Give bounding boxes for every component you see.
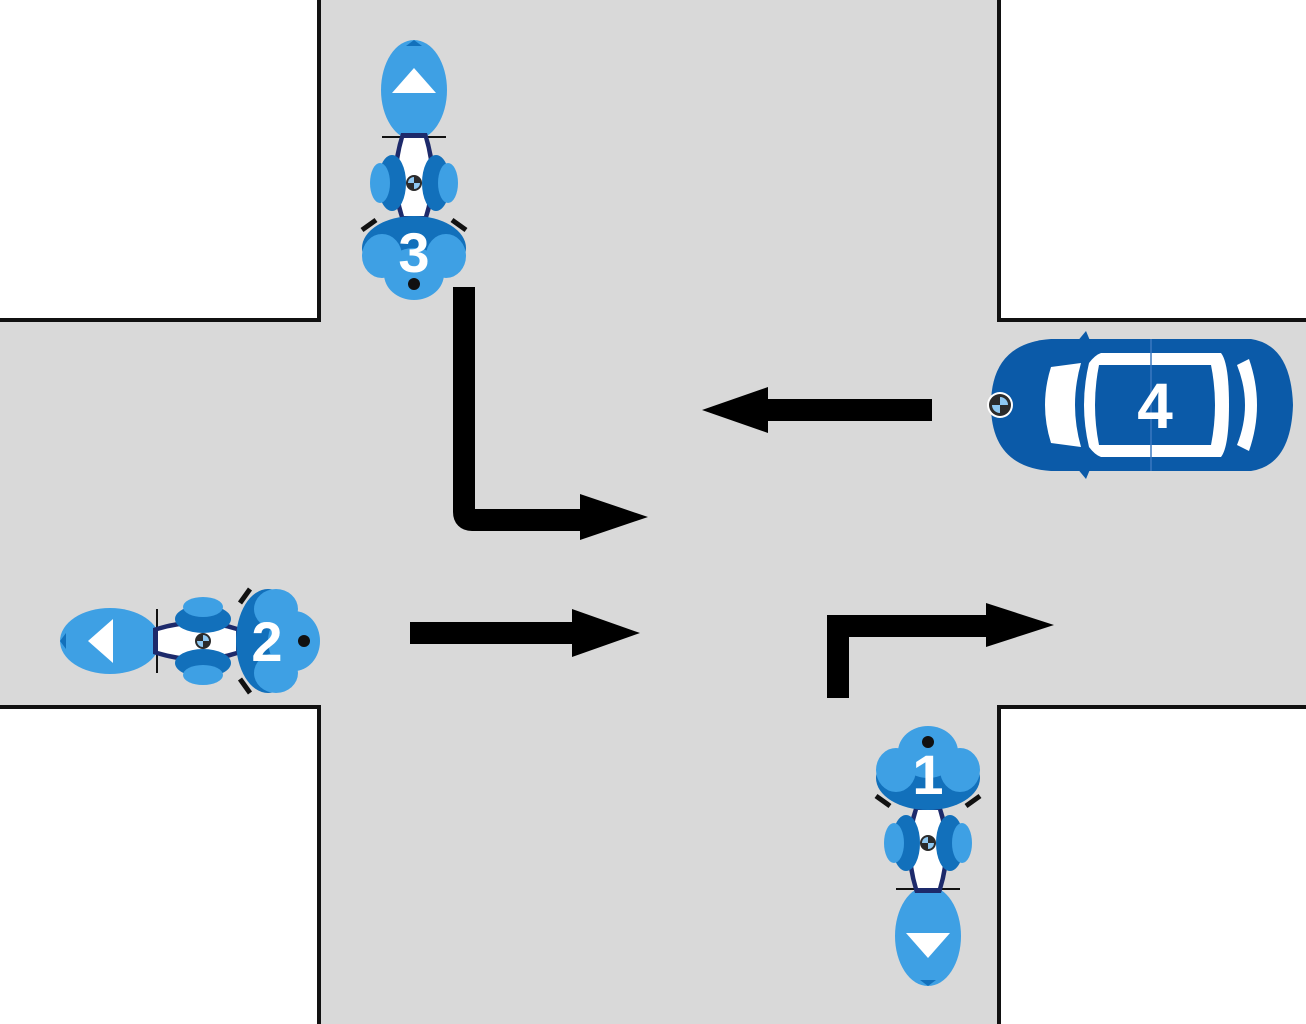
vehicle-label-2: 2: [251, 610, 282, 673]
curb-bottom-right: [997, 705, 1306, 1024]
curb-top-right: [997, 0, 1306, 322]
car-4: 4: [986, 330, 1294, 480]
vehicles: 1 2 3 4: [60, 40, 1294, 986]
arrow-vehicle-2-straight: [410, 609, 640, 657]
motorcycle-2: 2: [60, 589, 320, 693]
arrow-vehicle-3-left-turn: [453, 287, 648, 540]
curb-bottom-left: [0, 705, 321, 1024]
vehicle-label-3: 3: [398, 221, 429, 284]
arrow-vehicle-4-straight: [702, 387, 932, 433]
motorcycle-1: 1: [876, 726, 980, 986]
motorcycle-3: 3: [362, 40, 466, 300]
curb-top-left: [0, 0, 321, 322]
vehicle-label-4: 4: [1137, 370, 1173, 442]
vehicle-label-1: 1: [912, 743, 943, 806]
arrow-vehicle-1-right-turn: [827, 603, 1054, 698]
arrows: [410, 287, 1054, 698]
